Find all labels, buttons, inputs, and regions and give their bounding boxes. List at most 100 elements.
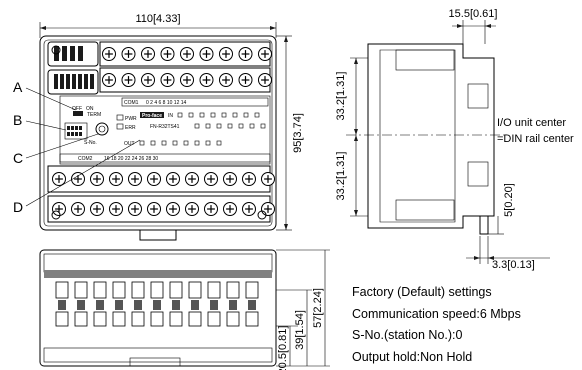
terminal-pin	[112, 281, 126, 299]
brand-text: Pro-face	[142, 113, 162, 119]
terminal-pin	[93, 281, 107, 299]
terminal-pin-dark	[77, 300, 85, 310]
io-led	[194, 123, 200, 129]
bottom-din-slot	[129, 357, 181, 367]
half-dim-arrow-top	[354, 58, 358, 64]
terminal-pin-dark	[172, 300, 180, 310]
bottom-dim-3: 57[2.24]	[312, 288, 324, 328]
width-dim-text: 110[4.33]	[135, 13, 180, 25]
io-led	[221, 112, 227, 118]
terminal-pin	[93, 311, 107, 327]
channel-numbers-top: 0 2 4 6 8 10 12 14	[146, 100, 187, 106]
terminal-pin	[55, 281, 69, 299]
side-profile-outline	[367, 43, 495, 229]
height-arrow-top	[284, 36, 288, 42]
callout-d: D	[13, 199, 23, 215]
io-led	[177, 112, 183, 118]
io-led	[205, 140, 211, 146]
brand-logo	[140, 112, 164, 118]
bottom-offset-arrow-left	[474, 256, 480, 260]
terminal-pin	[150, 311, 164, 327]
side-terminal-top	[395, 49, 455, 71]
com-label: COM1	[124, 100, 139, 106]
bottom-offset-arrow-right	[488, 256, 494, 260]
err-led	[116, 123, 124, 130]
bottom-dark-band	[44, 270, 272, 278]
callout-b: B	[13, 112, 22, 128]
io-label-strip-bottom	[59, 153, 271, 163]
side-profile-inner	[379, 49, 456, 223]
label-panel	[59, 95, 271, 165]
terminal-pin-dark	[153, 300, 161, 310]
settings-station-no: S-No.(station No.):0	[352, 328, 463, 342]
terminal-pin	[188, 281, 202, 299]
term-switch[interactable]	[73, 111, 83, 116]
io-led	[238, 123, 244, 129]
terminal-pin	[245, 281, 259, 299]
callout-c: C	[13, 150, 23, 166]
io-led	[194, 140, 200, 146]
pwr-led	[116, 114, 124, 121]
factory-settings: Factory (Default) settings Communication…	[352, 285, 521, 364]
terminal-pin-dark	[96, 300, 104, 310]
io-led	[139, 140, 145, 146]
height-arrow-bottom	[284, 224, 288, 230]
io-led	[249, 123, 255, 129]
io-led	[183, 140, 189, 146]
bottom-terminal-pins	[55, 281, 259, 327]
terminal-pin	[55, 311, 69, 327]
io-led	[188, 112, 194, 118]
half-dim-arrow-mid-up	[354, 129, 358, 135]
terminal-pin	[74, 281, 88, 299]
top-depth-arrow-left	[457, 24, 463, 28]
callout-d-leader	[25, 139, 141, 207]
center-label-2: =DIN rail center	[497, 133, 574, 145]
terminal-pin	[188, 311, 202, 327]
io-led-row-a	[177, 112, 260, 118]
io-led	[260, 123, 266, 129]
io-label-strip-top	[121, 97, 269, 107]
terminal-screws-row-1	[102, 47, 272, 61]
mount-hole-bl	[51, 210, 61, 220]
top-depth-dim-text: 15.5[0.61]	[449, 8, 498, 20]
center-label-1: I/O unit center	[497, 117, 566, 129]
din-rail-lower	[467, 161, 489, 187]
model-label: FN-R32TS41	[150, 124, 180, 130]
callout-a: A	[13, 79, 23, 95]
terminal-pin	[226, 281, 240, 299]
dip-switch[interactable]	[64, 122, 88, 140]
terminal-pin-dark	[115, 300, 123, 310]
channel-numbers-bottom: 16 18 20 22 24 26 28 30	[104, 156, 158, 162]
terminal-pin	[226, 311, 240, 327]
terminal-screws-row-4	[52, 202, 275, 216]
width-arrow-right	[270, 26, 276, 30]
terminal-pin	[245, 311, 259, 327]
half-dim-arrow-mid-down	[354, 135, 358, 141]
terminal-pin-dark	[58, 300, 66, 310]
terminal-pin	[74, 311, 88, 327]
rotary-switch[interactable]	[95, 122, 109, 136]
io-led	[216, 140, 222, 146]
terminal-pin	[169, 281, 183, 299]
terminal-pin	[207, 281, 221, 299]
term-label: TERM	[87, 112, 101, 118]
front-view: 110[4.33] COM1 0 2 4 6 8 10 12 14 OFF	[13, 13, 304, 241]
err-label: ERR	[125, 125, 136, 131]
connector-block-top	[47, 41, 99, 67]
io-led-row-c	[139, 140, 222, 146]
terminal-pin-dark	[134, 300, 142, 310]
term-on-label: ON	[86, 106, 94, 112]
settings-heading: Factory (Default) settings	[352, 285, 492, 299]
term-off-label: OFF	[72, 106, 82, 112]
terminal-pin	[131, 311, 145, 327]
terminal-pin-dark	[210, 300, 218, 310]
upper-half-dim-text: 33.2[1.31]	[335, 72, 347, 121]
io-led	[161, 140, 167, 146]
io-led	[205, 123, 211, 129]
width-arrow-left	[40, 26, 46, 30]
bottom-base-strip	[43, 347, 273, 363]
side-terminal-bottom	[395, 199, 455, 221]
terminal-pin	[112, 311, 126, 327]
